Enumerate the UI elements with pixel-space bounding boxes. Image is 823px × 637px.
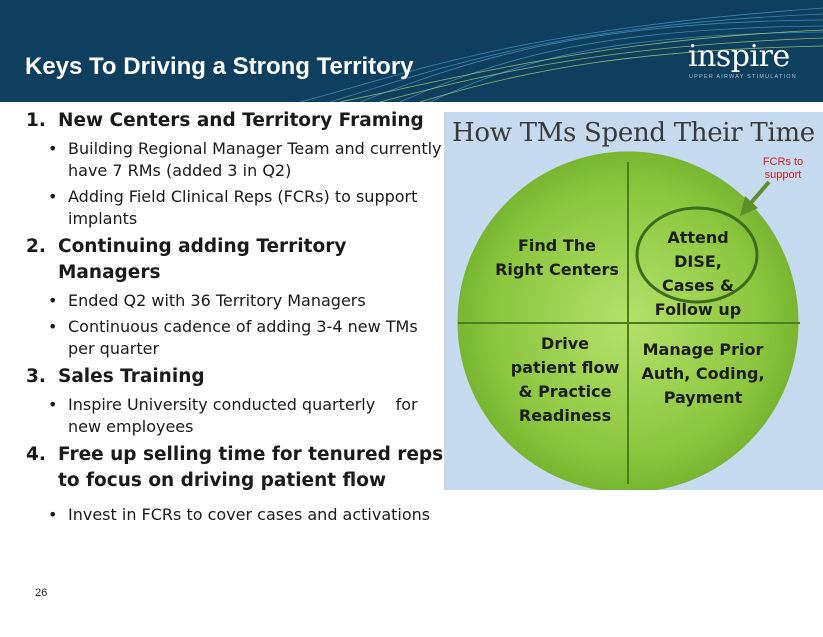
key-point-heading-text: Sales Training xyxy=(58,366,205,387)
key-point-heading-text: Continuing adding Territory Managers xyxy=(58,236,347,283)
fcr-callout-text: FCRs to support xyxy=(762,156,804,181)
key-point-heading: 1. New Centers and Territory Framing xyxy=(26,108,446,134)
bullet-text: Adding Field Clinical Reps (FCRs) to sup… xyxy=(68,187,418,228)
key-point-heading: 2. Continuing adding Territory Managers xyxy=(26,234,446,286)
key-point-bullet: • Building Regional Manager Team and curr… xyxy=(26,138,446,182)
quadrant-label-top-right: Attend DISE, Cases & Follow up xyxy=(654,228,742,319)
logo-wordmark: inspire xyxy=(688,39,790,74)
bullet-glyph: • xyxy=(48,317,58,336)
key-point-number: 3. xyxy=(26,366,46,387)
bullet-glyph: • xyxy=(48,505,58,524)
key-point-bullet: • Invest in FCRs to cover cases and activ… xyxy=(26,504,446,526)
bullet-text: Building Regional Manager Team and curre… xyxy=(68,139,442,180)
key-point-number: 4. xyxy=(26,444,46,465)
fcr-highlight-ring xyxy=(635,206,759,304)
quadrant-label-bottom-left: Drive patient flow & Practice Readiness xyxy=(510,334,620,425)
key-point-3: 3. Sales Training • Inspire University co… xyxy=(26,364,446,438)
key-point-bullet: • Inspire University conducted quarterly … xyxy=(26,394,446,438)
key-points-list: 1. New Centers and Territory Framing • Bu… xyxy=(26,108,446,526)
key-point-number: 1. xyxy=(26,110,46,131)
bullet-glyph: • xyxy=(48,291,58,310)
key-point-heading-text: New Centers and Territory Framing xyxy=(58,110,424,131)
bullet-text: Invest in FCRs to cover cases and activa… xyxy=(68,505,431,524)
key-point-2: 2. Continuing adding Territory Managers … xyxy=(26,234,446,360)
bullet-glyph: • xyxy=(48,395,58,414)
slide-header: Keys To Driving a Strong Territory inspi… xyxy=(0,0,823,102)
key-point-number: 2. xyxy=(26,236,46,257)
panel-title: How TMs Spend Their Time xyxy=(452,118,815,148)
slide-title: Keys To Driving a Strong Territory xyxy=(25,53,414,80)
callout-arrow-shaft xyxy=(748,180,771,206)
bullet-text: Inspire University conducted quarterly f… xyxy=(68,395,423,436)
bullet-glyph: • xyxy=(48,187,58,206)
logo-tagline: UPPER AIRWAY STIMULATION xyxy=(689,74,797,80)
quadrant-label-top-left: Find The Right Centers xyxy=(495,236,619,279)
callout-arrow-head xyxy=(740,196,758,216)
key-point-bullet: • Ended Q2 with 36 Territory Managers xyxy=(26,290,446,312)
key-point-bullet: • Adding Field Clinical Reps (FCRs) to su… xyxy=(26,186,446,230)
key-point-1: 1. New Centers and Territory Framing • Bu… xyxy=(26,108,446,230)
time-allocation-panel: How TMs Spend Their Time Find The Right … xyxy=(444,112,823,490)
bullet-text: Continuous cadence of adding 3-4 new TMs… xyxy=(68,317,418,358)
key-point-bullet: • Continuous cadence of adding 3-4 new TM… xyxy=(26,316,446,360)
page-number: 26 xyxy=(35,587,48,599)
key-point-4: 4. Free up selling time for tenured reps… xyxy=(26,442,446,526)
inspire-logo: inspire UPPER AIRWAY STIMULATION xyxy=(688,40,803,82)
key-point-heading: 4. Free up selling time for tenured reps… xyxy=(26,442,446,494)
key-point-heading: 3. Sales Training xyxy=(26,364,446,390)
quadrant-label-bottom-right: Manage Prior Auth, Coding, Payment xyxy=(641,340,765,407)
header-swoosh-decoration xyxy=(299,7,823,102)
key-point-heading-text: Free up selling time for tenured reps to… xyxy=(58,444,444,491)
bullet-glyph: • xyxy=(48,139,58,158)
bullet-text: Ended Q2 with 36 Territory Managers xyxy=(68,291,366,310)
time-circle-diagram xyxy=(457,151,800,490)
